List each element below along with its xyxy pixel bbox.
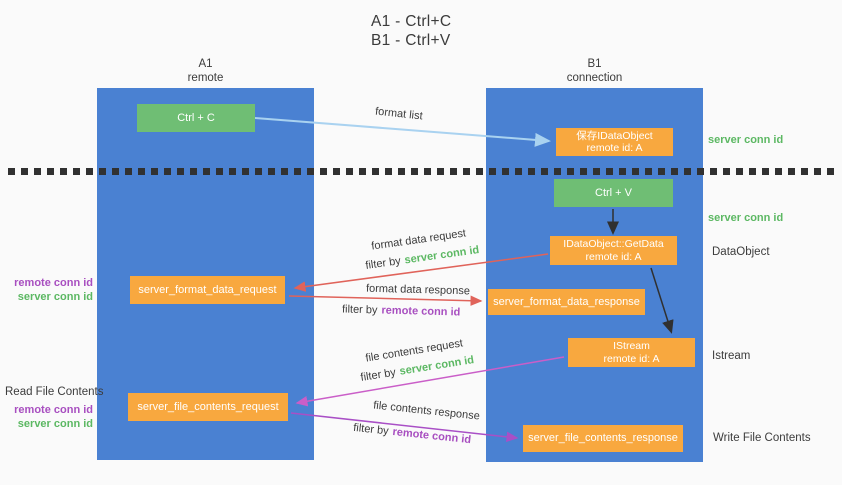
label-read-file-contents: Read File Contents bbox=[5, 386, 104, 398]
box-save-idataobject-line2: remote id: A bbox=[586, 142, 643, 154]
label-server-conn-id-1: server conn id bbox=[17, 290, 93, 303]
label-format-data-response: format data response bbox=[365, 282, 471, 298]
box-file-request-label: server_file_contents_request bbox=[137, 400, 279, 413]
box-istream: IStream remote id: A bbox=[568, 338, 695, 367]
box-save-idataobject-line1: 保存IDataObject bbox=[576, 129, 653, 142]
filter-prefix: filter by bbox=[341, 303, 378, 317]
box-istream-line1: IStream bbox=[613, 340, 650, 352]
label-server-conn-id-2: server conn id bbox=[17, 417, 93, 430]
box-format-response-label: server_format_data_response bbox=[493, 295, 640, 308]
filter-prefix: filter by bbox=[352, 421, 390, 438]
box-ctrl-v: Ctrl + V bbox=[554, 179, 673, 207]
filter-prefix: filter by bbox=[359, 366, 397, 384]
filter-value-remote-conn-id: remote conn id bbox=[391, 425, 472, 447]
label-format-list: format list bbox=[374, 105, 424, 123]
title-line-1: A1 - Ctrl+C bbox=[371, 13, 452, 30]
label-file-contents-response: file contents response bbox=[372, 399, 481, 423]
section-divider-dotted-line bbox=[8, 168, 836, 175]
box-format-request-label: server_format_data_request bbox=[138, 283, 277, 296]
box-server-file-contents-request: server_file_contents_request bbox=[128, 393, 288, 421]
box-server-file-contents-response: server_file_contents_response bbox=[523, 425, 683, 452]
title-line-2: B1 - Ctrl+V bbox=[371, 32, 451, 49]
label-write-file-contents: Write File Contents bbox=[713, 432, 811, 444]
box-server-format-data-response: server_format_data_response bbox=[488, 289, 645, 315]
lane-a1-name: A1 bbox=[198, 58, 213, 70]
label-conn-id-pair-2: remote conn id server conn id bbox=[0, 404, 93, 431]
lane-header-a1: A1 remote bbox=[97, 57, 314, 85]
label-remote-conn-id-2: remote conn id bbox=[14, 404, 93, 416]
label-server-conn-id-top: server conn id bbox=[708, 134, 784, 146]
filter-prefix: filter by bbox=[364, 255, 402, 272]
diagram-title: A1 - Ctrl+C B1 - Ctrl+V bbox=[371, 12, 451, 50]
label-conn-id-pair-1: remote conn id server conn id bbox=[0, 277, 93, 304]
box-istream-line2: remote id: A bbox=[603, 352, 660, 365]
box-server-format-data-request: server_format_data_request bbox=[130, 276, 285, 304]
box-save-idataobject: 保存IDataObject remote id: A bbox=[556, 128, 673, 156]
box-getdata-line2: remote id: A bbox=[585, 250, 642, 263]
box-getdata-line1: IDataObject::GetData bbox=[563, 238, 664, 250]
box-ctrl-c: Ctrl + C bbox=[137, 104, 255, 132]
lane-a1-subtitle: remote bbox=[187, 72, 224, 84]
label-istream: Istream bbox=[712, 350, 751, 362]
box-idataobject-getdata: IDataObject::GetData remote id: A bbox=[550, 236, 677, 265]
lane-header-b1: B1 connection bbox=[486, 57, 703, 85]
label-remote-conn-id-1: remote conn id bbox=[14, 277, 93, 289]
filter-value-server-conn-id: server conn id bbox=[403, 244, 480, 267]
box-file-response-label: server_file_contents_response bbox=[528, 432, 678, 444]
box-ctrl-v-label: Ctrl + V bbox=[595, 186, 632, 199]
label-dataobject: DataObject bbox=[712, 246, 770, 258]
lane-b1-name: B1 bbox=[587, 58, 602, 70]
box-ctrl-c-label: Ctrl + C bbox=[177, 111, 215, 124]
lane-b1-subtitle: connection bbox=[566, 72, 623, 84]
filter-value-remote-conn-id: remote conn id bbox=[381, 304, 461, 319]
label-server-conn-id-mid: server conn id bbox=[708, 212, 784, 224]
